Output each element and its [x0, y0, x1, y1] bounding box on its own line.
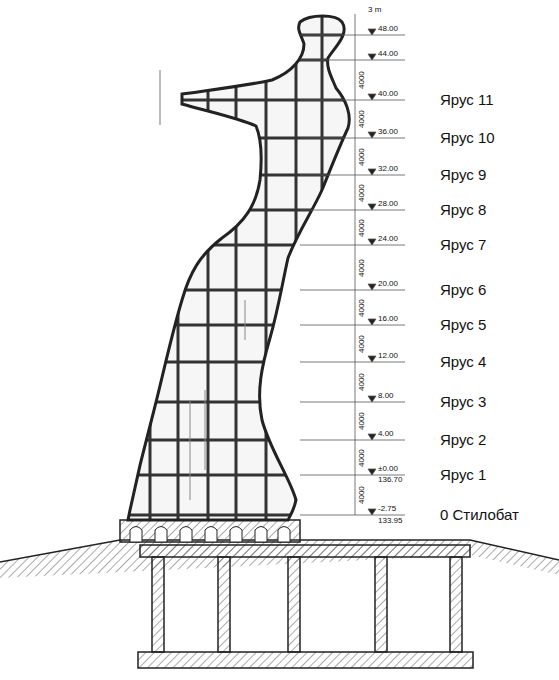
- elevation-mark: [368, 239, 376, 245]
- elevation-number: 32.00: [378, 165, 398, 173]
- elevation-number: 40.00: [378, 90, 398, 98]
- tier-label: Ярус 11: [440, 92, 494, 107]
- elevation-number: 28.00: [378, 200, 398, 208]
- dimension: 4000: [358, 449, 366, 467]
- elevation-mark: [368, 94, 376, 100]
- tier-label: Ярус 8: [440, 202, 486, 217]
- dimension: 4000: [358, 184, 366, 202]
- elevation-mark: [368, 356, 376, 362]
- tier-label: Ярус 9: [440, 167, 486, 182]
- elevation-mark: [368, 284, 376, 290]
- dimension: 4000: [358, 299, 366, 317]
- elevation-number: -2.75: [378, 505, 396, 513]
- tier-label: Ярус 3: [440, 394, 486, 409]
- elevation-number: 44.00: [378, 50, 398, 58]
- dimension: 4000: [358, 71, 366, 89]
- elevation-number: 136.70: [378, 476, 402, 484]
- dimension: 4000: [358, 110, 366, 128]
- tier-label: Ярус 7: [440, 237, 486, 252]
- elevation-number: 12.00: [378, 352, 398, 360]
- tier-label: Ярус 1: [440, 467, 486, 482]
- elevation-number: ±0.00: [378, 465, 398, 473]
- tier-label: Ярус 4: [440, 354, 486, 369]
- dimension: 4000: [358, 219, 366, 237]
- dimension: 4000: [358, 486, 366, 504]
- dimension: 4000: [358, 259, 366, 277]
- tier-label: Ярус 2: [440, 432, 486, 447]
- elevation-number: 36.00: [378, 128, 398, 136]
- elevation-number: 4.00: [378, 430, 394, 438]
- elevation-number: 8.00: [378, 392, 394, 400]
- elevation-mark: [368, 169, 376, 175]
- dimension: 4000: [358, 335, 366, 353]
- elevation-mark: [368, 204, 376, 210]
- elevation-number: 24.00: [378, 235, 398, 243]
- elevation-number: 48.00: [378, 25, 398, 33]
- dimension: 3 m: [368, 6, 381, 14]
- elevation-mark: [368, 469, 376, 475]
- elevation-mark: [368, 319, 376, 325]
- elevation-mark: [368, 509, 376, 515]
- elevation-number: 16.00: [378, 315, 398, 323]
- tier-label: Ярус 6: [440, 282, 486, 297]
- dimension: 4000: [358, 373, 366, 391]
- tier-label: Ярус 5: [440, 317, 486, 332]
- elevation-mark: [368, 132, 376, 138]
- dimension: 4000: [358, 412, 366, 430]
- tier-label: Ярус 10: [440, 130, 495, 145]
- elevation-number: 133.95: [378, 517, 402, 525]
- elevation-mark: [368, 29, 376, 35]
- tier-label: 0 Стилобат: [440, 507, 519, 522]
- elevation-mark: [368, 54, 376, 60]
- elevation-mark: [368, 396, 376, 402]
- elevation-number: 20.00: [378, 280, 398, 288]
- elevation-mark: [368, 434, 376, 440]
- dimension: 4000: [358, 148, 366, 166]
